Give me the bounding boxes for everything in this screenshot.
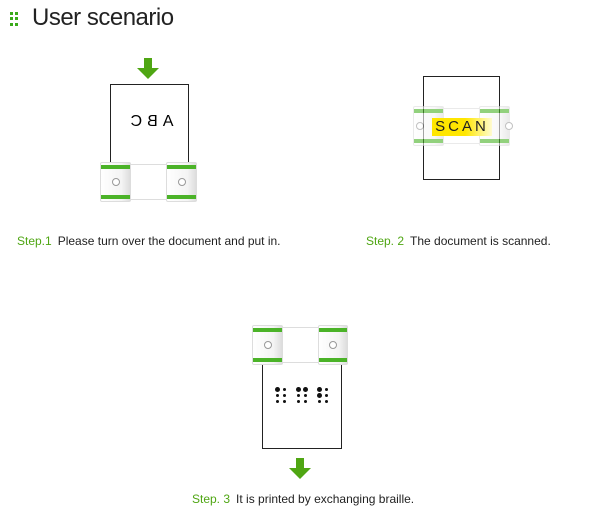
- right-roller: [166, 162, 197, 202]
- device-body: [130, 164, 167, 200]
- braille-dots-icon: [10, 12, 18, 26]
- device-body: [282, 327, 319, 363]
- scan-label: SCAN: [432, 118, 492, 136]
- left-roller: [100, 162, 131, 202]
- page-title: User scenario: [32, 4, 174, 31]
- mirrored-doc-text: ABC: [125, 113, 174, 130]
- document: ABC: [110, 84, 189, 168]
- braille-text: [263, 387, 341, 404]
- braille-document: [262, 362, 342, 449]
- right-roller: [318, 325, 348, 365]
- left-roller: [252, 325, 283, 365]
